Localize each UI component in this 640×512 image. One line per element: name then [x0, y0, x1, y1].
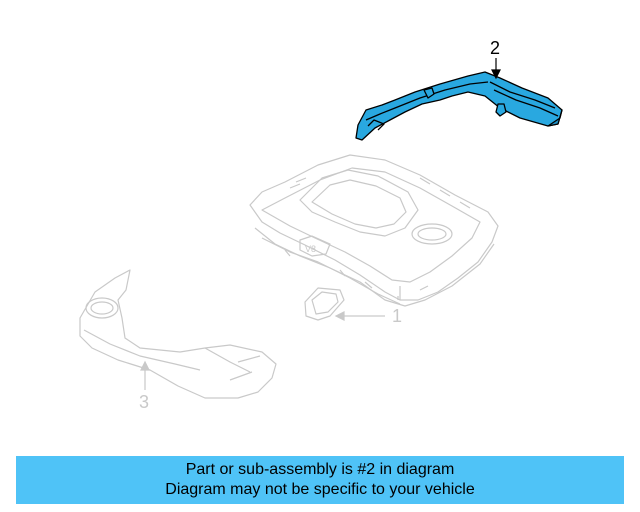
- svg-text:V8: V8: [305, 244, 316, 254]
- callout-1-leader: [334, 311, 385, 321]
- callout-2-leader: [491, 58, 501, 80]
- bracket-part-1: [304, 287, 345, 321]
- banner-line-2: Diagram may not be specific to your vehi…: [165, 481, 475, 498]
- banner-line-1: Part or sub-assembly is #2 in diagram: [185, 461, 455, 478]
- callout-3-leader: [140, 360, 150, 390]
- callout-3: 3: [139, 392, 149, 412]
- highlighted-part-2: [355, 71, 563, 141]
- callout-2: 2: [490, 38, 500, 58]
- cover-part-3: [79, 269, 277, 399]
- engine-cover-outline: V8: [249, 154, 499, 307]
- callout-1: 1: [392, 306, 402, 326]
- info-banner: Part or sub-assembly is #2 in diagram Di…: [16, 456, 624, 504]
